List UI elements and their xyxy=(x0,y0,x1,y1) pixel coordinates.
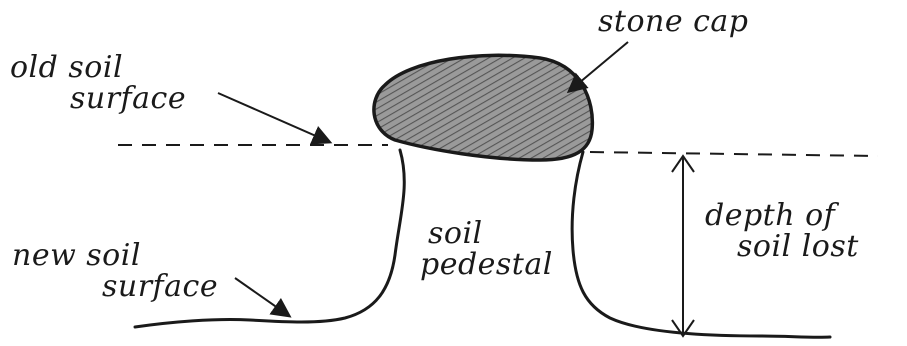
old-soil-surface-label: old soil surface xyxy=(10,52,186,114)
stone-cap-label: stone cap xyxy=(598,6,749,37)
new-soil-surface-label-line2: surface xyxy=(12,271,218,302)
old-soil-surface-arrow xyxy=(218,93,325,140)
stone-cap-arrow xyxy=(573,42,628,88)
soil-pedestal-label-line2: pedestal xyxy=(420,249,553,280)
new-soil-surface-arrow xyxy=(235,278,285,313)
old-soil-surface-label-line2: surface xyxy=(10,83,186,114)
stone-cap-label-text: stone cap xyxy=(598,6,749,37)
depth-label-line2: soil lost xyxy=(705,231,859,262)
old-soil-surface-line-right xyxy=(590,152,878,156)
depth-of-soil-lost-label: depth of soil lost xyxy=(705,200,859,262)
soil-pedestal-label-line1: soil xyxy=(428,218,553,249)
soil-pedestal-label: soil pedestal xyxy=(428,218,553,280)
new-soil-surface-label-line1: new soil xyxy=(12,240,218,271)
stone-cap xyxy=(374,55,592,160)
old-soil-surface-label-line1: old soil xyxy=(10,52,186,83)
depth-label-line1: depth of xyxy=(705,200,859,231)
new-soil-surface-label: new soil surface xyxy=(12,240,218,302)
